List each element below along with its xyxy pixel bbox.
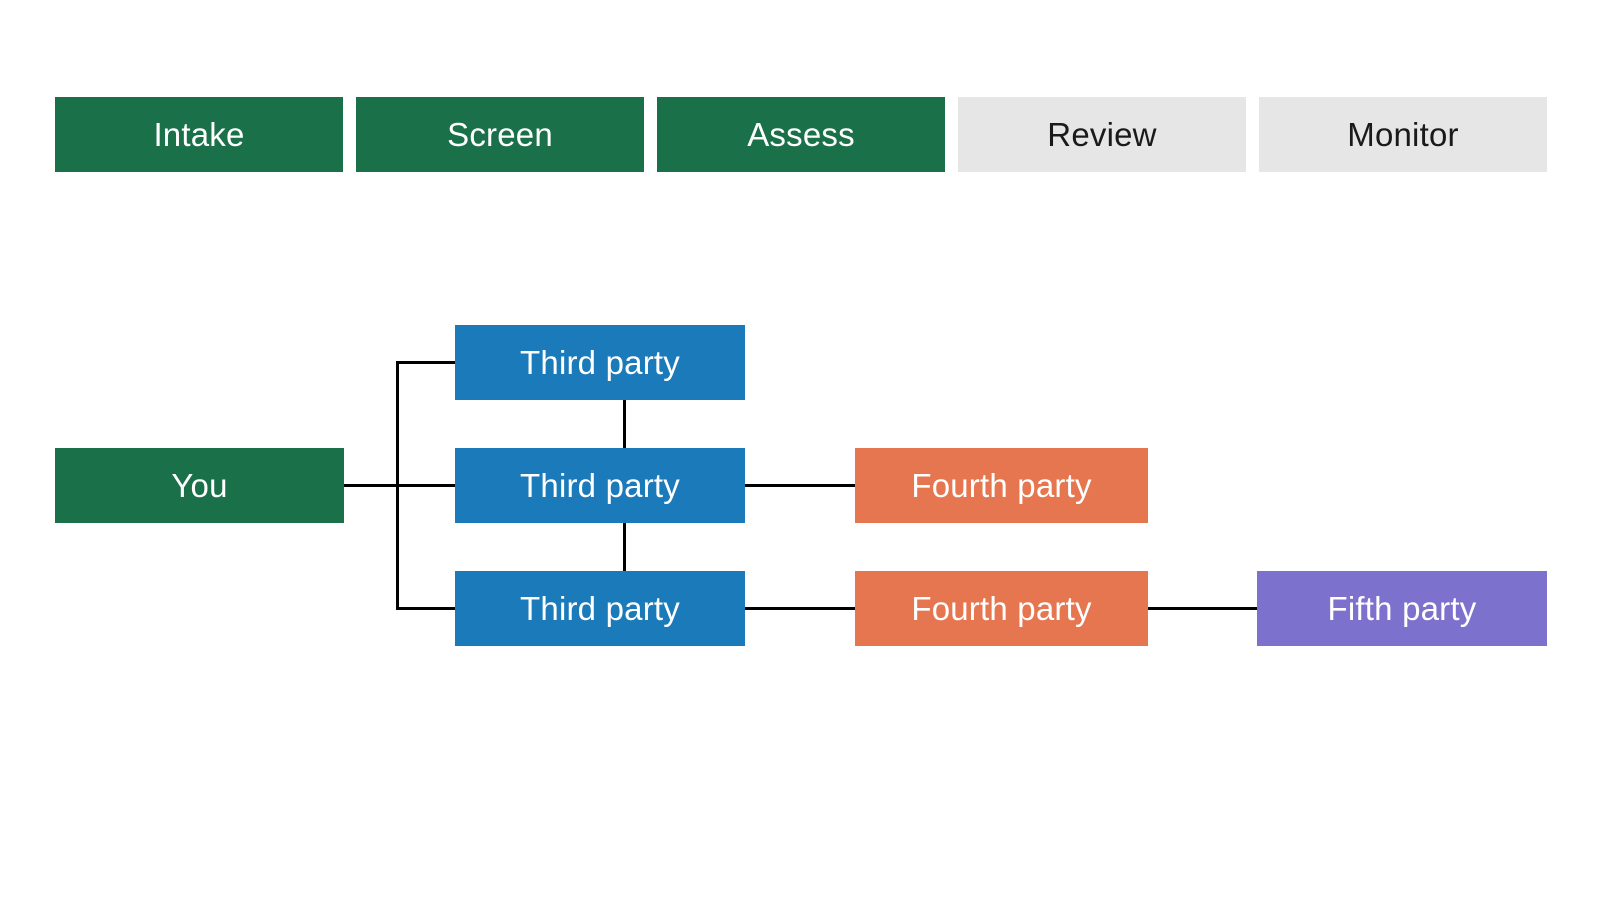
- node-fourth-party-2: Fourth party: [855, 571, 1148, 646]
- connector-you-to-bracket: [343, 484, 456, 487]
- node-third-party-2: Third party: [455, 448, 745, 523]
- node-third-party-1: Third party: [455, 325, 745, 400]
- connector-third-party-2-to-3: [623, 523, 626, 571]
- node-you: You: [55, 448, 344, 523]
- stage-assess: Assess: [657, 97, 945, 172]
- stage-screen: Screen: [356, 97, 644, 172]
- node-third-party-3: Third party: [455, 571, 745, 646]
- connector-bracket-to-third-party-1: [396, 361, 456, 364]
- stage-intake: Intake: [55, 97, 343, 172]
- connector-fourth-party-2-to-fifth-party: [1148, 607, 1257, 610]
- connector-bracket-vertical: [396, 361, 399, 610]
- connector-third-party-3-to-fourth-party-2: [745, 607, 855, 610]
- node-fourth-party-1: Fourth party: [855, 448, 1148, 523]
- connector-third-party-1-to-2: [623, 400, 626, 448]
- connector-third-party-2-to-fourth-party-1: [745, 484, 855, 487]
- stage-review: Review: [958, 97, 1246, 172]
- connector-bracket-to-third-party-3: [396, 607, 456, 610]
- node-fifth-party: Fifth party: [1257, 571, 1547, 646]
- stage-monitor: Monitor: [1259, 97, 1547, 172]
